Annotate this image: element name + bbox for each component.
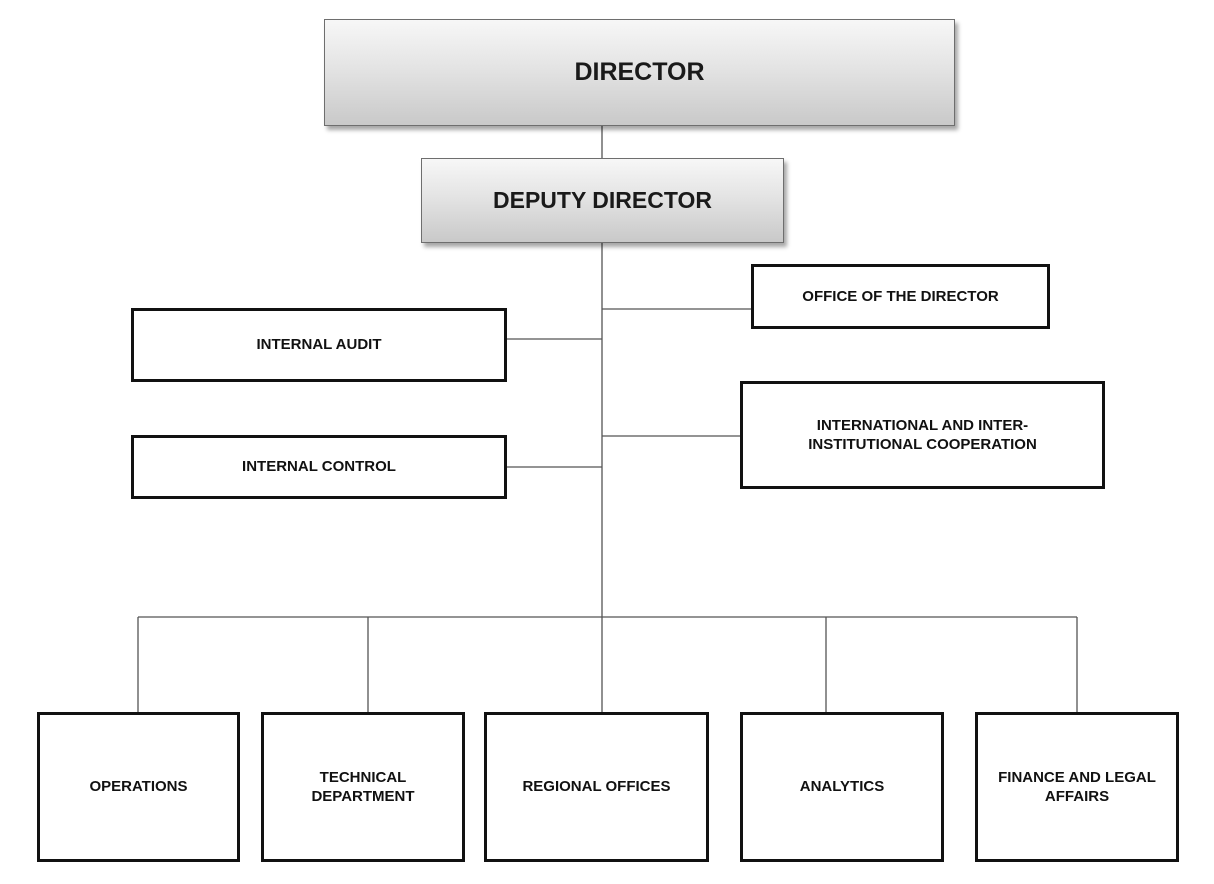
internal-audit-label: INTERNAL AUDIT [256, 336, 382, 354]
internal-control-box: INTERNAL CONTROL [131, 435, 507, 499]
international-cooperation-box: INTERNATIONAL AND INTER-INSTITUTIONAL CO… [740, 381, 1105, 489]
internal-audit-box: INTERNAL AUDIT [131, 308, 507, 382]
regional-offices-label: REGIONAL OFFICES [522, 778, 671, 796]
deputy-director-label: DEPUTY DIRECTOR [493, 186, 712, 213]
technical-department-box: TECHNICAL DEPARTMENT [261, 712, 465, 862]
deputy-director-box: DEPUTY DIRECTOR [421, 158, 784, 243]
office-of-the-director-box: OFFICE OF THE DIRECTOR [751, 264, 1050, 329]
finance-and-legal-affairs-label: FINANCE AND LEGAL AFFAIRS [998, 768, 1156, 806]
director-box: DIRECTOR [324, 19, 955, 126]
operations-box: OPERATIONS [37, 712, 240, 862]
operations-label: OPERATIONS [89, 778, 188, 796]
regional-offices-box: REGIONAL OFFICES [484, 712, 709, 862]
analytics-label: ANALYTICS [799, 778, 885, 796]
internal-control-label: INTERNAL CONTROL [242, 458, 396, 476]
technical-department-label: TECHNICAL DEPARTMENT [311, 768, 415, 806]
director-label: DIRECTOR [574, 58, 705, 87]
office-of-the-director-label: OFFICE OF THE DIRECTOR [802, 287, 999, 305]
analytics-box: ANALYTICS [740, 712, 944, 862]
international-cooperation-label: INTERNATIONAL AND INTER-INSTITUTIONAL CO… [808, 416, 1037, 454]
finance-and-legal-affairs-box: FINANCE AND LEGAL AFFAIRS [975, 712, 1179, 862]
